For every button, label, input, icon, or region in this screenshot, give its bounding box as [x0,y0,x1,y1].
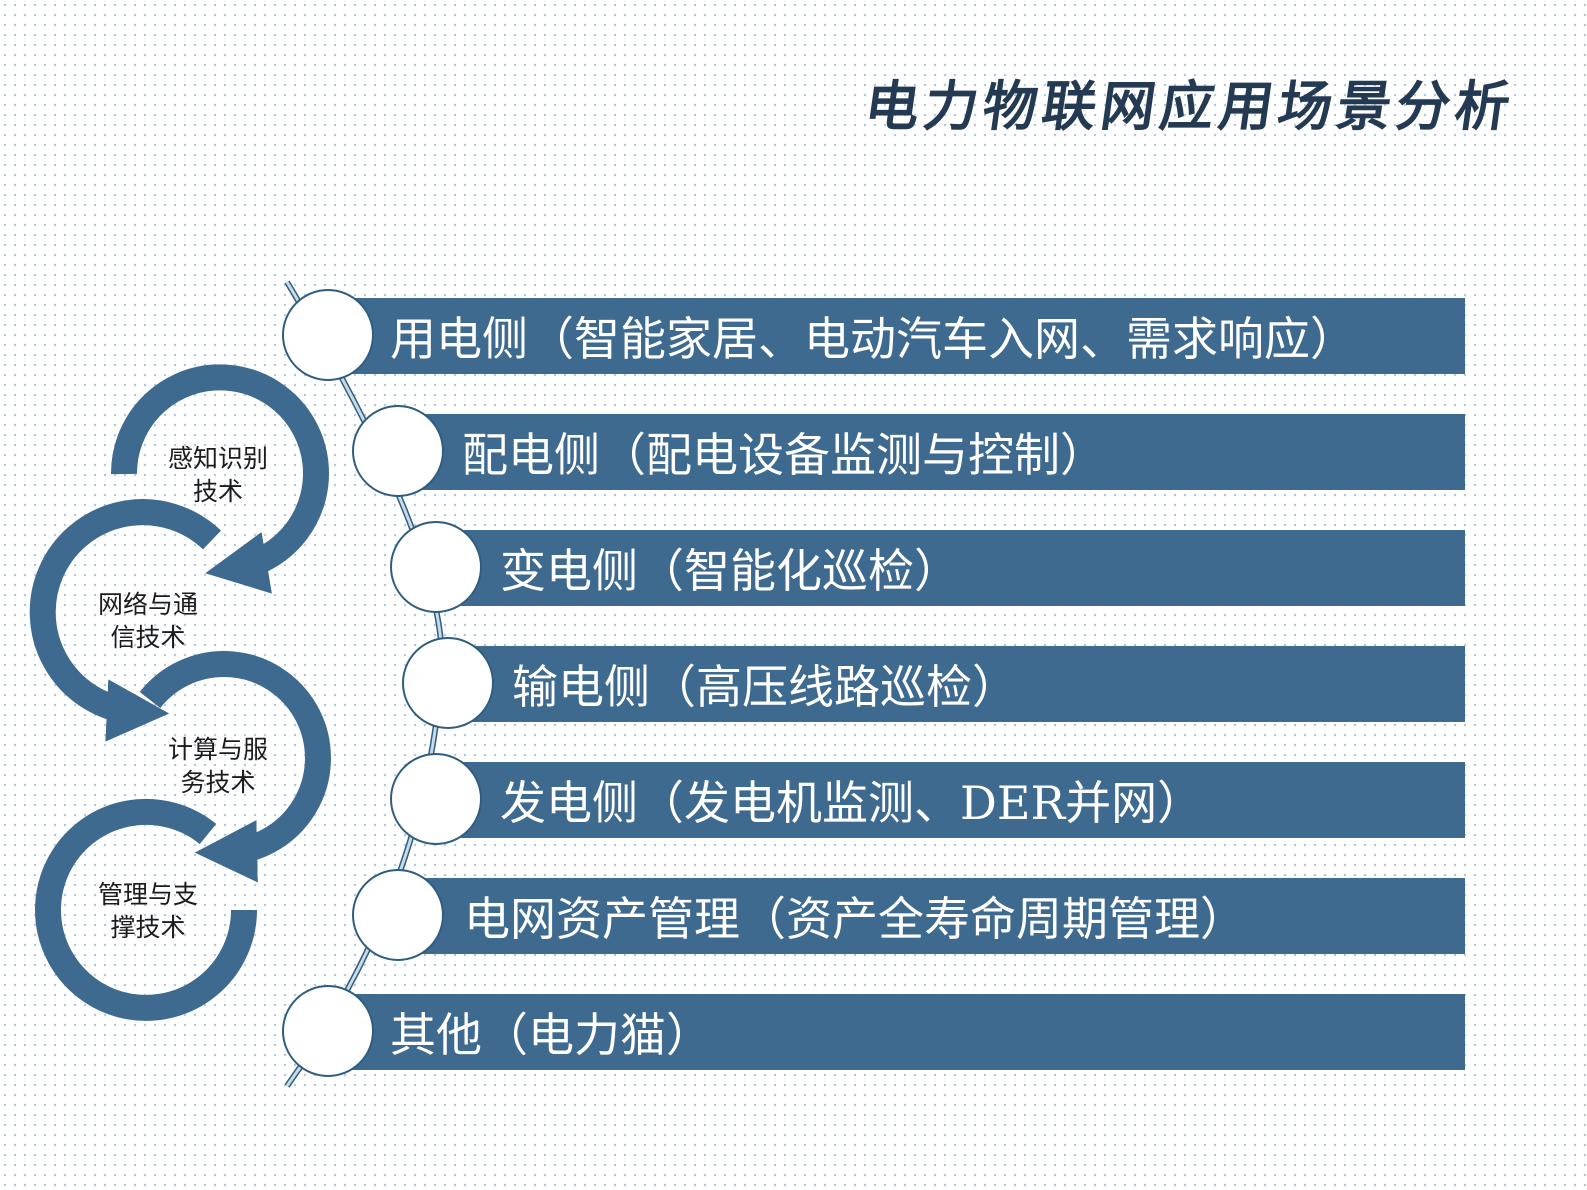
tech-label-network-line2: 信技术 [110,623,186,652]
tech-label-computing-line2: 务技术 [180,768,256,797]
scene-node-other [282,985,374,1077]
scene-bar-transmission: 输电侧（高压线路巡检） [450,646,1465,722]
tech-label-management-line2: 撑技术 [110,913,186,942]
cycle-arrow-network [29,499,221,742]
scene-label-distribution: 配电侧（配电设备监测与控制） [462,428,1106,482]
scene-bar-substation: 变电侧（智能化巡检） [438,530,1465,606]
scene-label-substation: 变电侧（智能化巡检） [500,544,960,598]
scene-label-transmission: 输电侧（高压线路巡检） [512,660,1018,714]
scene-bar-other: 其他（电力猫） [330,994,1465,1070]
scene-node-distribution [352,405,444,497]
scene-bar-distribution: 配电侧（配电设备监测与控制） [400,414,1465,490]
scene-node-substation [390,521,482,613]
scene-node-generation [390,753,482,845]
cycle-arrow-computing [139,651,331,883]
scene-bar-consumption: 用电侧（智能家居、电动汽车入网、需求响应） [330,298,1465,374]
tech-label-sensing-line2: 技术 [192,477,243,506]
cycle-arrow-management [35,798,257,1021]
scene-node-consumption [282,289,374,381]
tech-label-computing: 计算与服 务技术 [148,733,288,799]
scene-node-transmission [402,637,494,729]
tech-label-computing-line1: 计算与服 [167,735,268,764]
tech-label-sensing: 感知识别 技术 [148,442,288,508]
cycle-arrow-sensing [110,364,329,594]
tech-label-network-line1: 网络与通 [97,590,198,619]
scene-label-consumption: 用电侧（智能家居、电动汽车入网、需求响应） [390,312,1356,366]
scene-node-asset-management [352,869,444,961]
scene-label-generation: 发电侧（发电机监测、DER并网） [500,776,1204,830]
scene-label-other: 其他（电力猫） [390,1008,712,1062]
tech-label-network: 网络与通 信技术 [78,588,218,654]
scene-bar-asset-management: 电网资产管理（资产全寿命周期管理） [400,878,1465,954]
tech-label-management: 管理与支 撑技术 [78,878,218,944]
scene-bar-generation: 发电侧（发电机监测、DER并网） [438,762,1465,838]
tech-label-management-line1: 管理与支 [97,880,198,909]
scene-label-asset-management: 电网资产管理（资产全寿命周期管理） [464,892,1246,946]
tech-label-sensing-line1: 感知识别 [167,444,268,473]
